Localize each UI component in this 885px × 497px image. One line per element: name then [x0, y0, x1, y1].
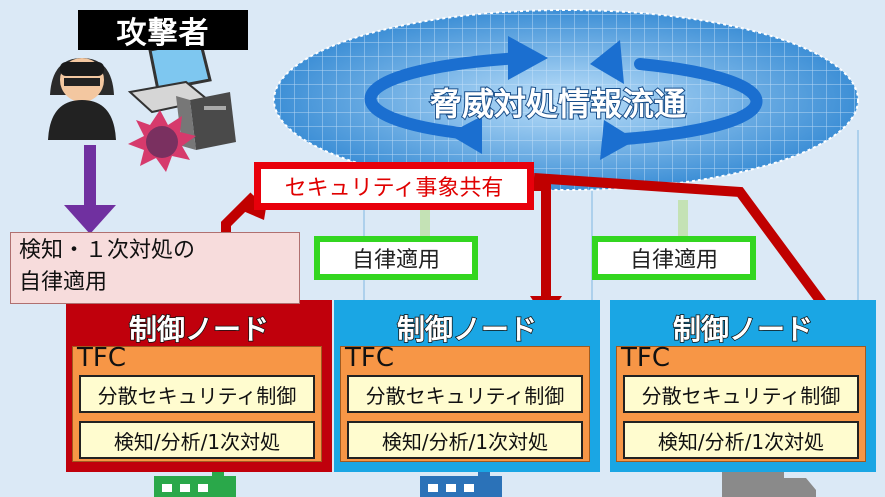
- control-node-2: 制御ノード TFC 分散セキュリティ制御 検知/分析/1次対処: [334, 300, 600, 472]
- control-node-3: 制御ノード TFC 分散セキュリティ制御 検知/分析/1次対処: [610, 300, 876, 472]
- tfc-block: TFC 分散セキュリティ制御 検知/分析/1次対処: [72, 343, 322, 462]
- autonomous-apply-box-1: 自律適用: [314, 236, 478, 280]
- distributed-security-control: 分散セキュリティ制御: [79, 375, 315, 413]
- attacker-label: 攻撃者: [78, 10, 248, 51]
- truck-icon: [722, 472, 816, 497]
- tfc-block: TFC 分散セキュリティ制御 検知/分析/1次対処: [616, 343, 866, 462]
- distributed-security-control: 分散セキュリティ制御: [347, 375, 583, 413]
- cloud-label: 脅威対処情報流通: [429, 84, 687, 124]
- node-title: 制御ノード: [396, 312, 538, 347]
- security-event-share-box: セキュリティ事象共有: [254, 162, 534, 210]
- detect-analyze-respond: 検知/分析/1次対処: [79, 421, 315, 459]
- tfc-label: TFC: [345, 343, 394, 373]
- control-node-1: 制御ノード TFC 分散セキュリティ制御 検知/分析/1次対処: [66, 300, 332, 472]
- hacker-icon: [48, 58, 116, 140]
- virus-icon: [128, 110, 196, 172]
- distributed-security-control: 分散セキュリティ制御: [623, 375, 859, 413]
- attack-arrow: [64, 145, 116, 234]
- tfc-label: TFC: [621, 343, 670, 373]
- circular-arrows-icon: [364, 52, 763, 146]
- tfc-block: TFC 分散セキュリティ制御 検知/分析/1次対処: [340, 343, 590, 462]
- autonomous-apply-box-2: 自律適用: [592, 236, 756, 280]
- tfc-label: TFC: [77, 343, 126, 373]
- node-title: 制御ノード: [672, 312, 814, 347]
- network-cloud: [273, 9, 859, 191]
- local-response-line2: 自律適用: [19, 270, 108, 295]
- laptop-icon: [127, 38, 212, 114]
- circular-arrow-heads: [448, 36, 636, 160]
- detect-analyze-respond: 検知/分析/1次対処: [347, 421, 583, 459]
- local-response-box: 検知・１次対処の 自律適用: [10, 232, 300, 304]
- local-response-line1: 検知・１次対処の: [19, 238, 196, 263]
- detect-analyze-respond: 検知/分析/1次対処: [623, 421, 859, 459]
- node-title: 制御ノード: [128, 312, 270, 347]
